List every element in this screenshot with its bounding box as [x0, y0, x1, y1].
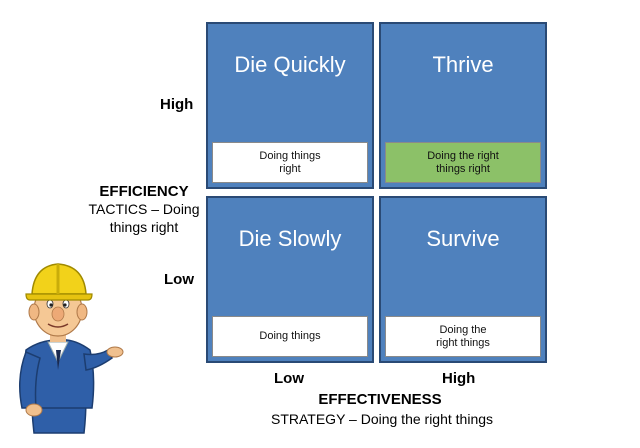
- x-axis-subtitle: STRATEGY – Doing the right things: [270, 411, 494, 427]
- caption-line: Doing the: [439, 323, 487, 336]
- quadrant-die-slowly: Die Slowly Doing things: [206, 196, 374, 363]
- caption-line: right things: [436, 336, 490, 349]
- y-axis-title: EFFICIENCY: [99, 183, 189, 200]
- quadrant-die-quickly: Die Quickly Doing things right: [206, 22, 374, 189]
- x-axis-low-label: Low: [274, 370, 304, 387]
- y-axis-title-block: EFFICIENCY TACTICS – Doing things right: [80, 183, 208, 236]
- caption-line: things right: [436, 162, 490, 175]
- caption-line: Doing the right: [427, 149, 499, 162]
- x-axis-high-label: High: [442, 370, 476, 387]
- x-axis-title: EFFECTIVENESS: [318, 391, 442, 408]
- caption-line: Doing things: [259, 330, 321, 342]
- caption-line: right: [279, 162, 301, 175]
- quadrant-caption-box: Doing the right things: [385, 316, 541, 357]
- quadrant-thrive: Thrive Doing the right things right: [379, 22, 547, 189]
- quadrant-title: Die Slowly: [238, 226, 342, 251]
- quadrant-survive: Survive Doing the right things: [379, 196, 547, 363]
- quadrant-caption-box: Doing things: [212, 316, 368, 357]
- quadrant-caption-box: Doing the right things right: [385, 142, 541, 183]
- caption-line: Doing things: [259, 149, 321, 162]
- y-axis-subtitle-line1: TACTICS – Doing: [88, 201, 200, 217]
- construction-worker-illustration: [19, 263, 124, 434]
- y-axis-low-label: Low: [164, 271, 194, 288]
- quadrant-title: Die Quickly: [234, 52, 346, 77]
- quadrant-title: Survive: [426, 226, 500, 251]
- quadrant-caption-box: Doing things right: [212, 142, 368, 183]
- y-axis-high-label: High: [160, 96, 194, 113]
- y-axis-subtitle-line2: things right: [109, 219, 179, 235]
- quadrant-title: Thrive: [432, 52, 494, 77]
